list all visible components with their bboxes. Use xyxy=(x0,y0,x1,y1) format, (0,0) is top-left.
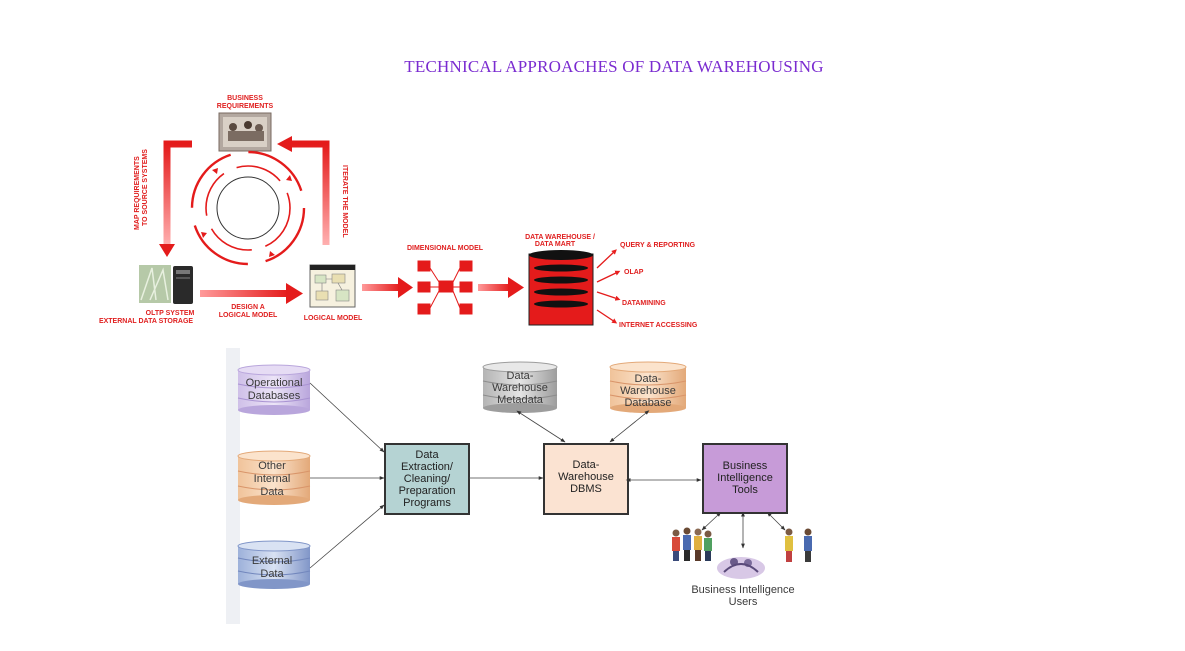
oltp-label-1: OLTP SYSTEM xyxy=(146,310,195,317)
warehouse-database-label-3: Database xyxy=(624,397,671,409)
logical-to-dimensional-arrowhead xyxy=(398,277,413,298)
top-diagram: BUSINESS REQUIREMENTS MAP REQUIREMENTS T… xyxy=(99,95,698,329)
bi-users-arrows xyxy=(701,511,786,549)
design-logical-label-2: LOGICAL MODEL xyxy=(219,312,278,319)
other-internal-data-label-2: Internal xyxy=(254,473,291,485)
design-logical-label-1: DESIGN A xyxy=(231,304,265,311)
design-logical-arrow xyxy=(200,290,288,297)
external-data-cylinder xyxy=(237,540,311,589)
data-warehouse-label-1: DATA WAREHOUSE / xyxy=(525,234,595,241)
iterate-model-label: ITERATE THE MODEL xyxy=(341,165,348,238)
output-query-reporting: QUERY & REPORTING xyxy=(620,242,696,249)
extraction-label-3: Cleaning/ xyxy=(404,473,451,485)
extraction-label-4: Preparation xyxy=(399,485,456,497)
users-group-right-icon xyxy=(785,528,812,562)
data-warehouse-cylinder-icon xyxy=(528,250,594,326)
business-photo-icon xyxy=(218,112,272,152)
other-internal-data-cylinder xyxy=(237,450,311,505)
operational-databases-cylinder xyxy=(237,364,311,415)
oltp-label-2: EXTERNAL DATA STORAGE xyxy=(99,318,193,325)
users-center-icon xyxy=(717,557,765,579)
warehouse-database-label-2: Warehouse xyxy=(620,385,676,397)
dbms-box xyxy=(543,443,629,515)
extraction-box xyxy=(384,443,470,515)
users-group-left-icon xyxy=(672,527,712,561)
source-arrows xyxy=(309,382,385,569)
operational-databases-label-2: Databases xyxy=(248,390,301,402)
map-requirements-arrow xyxy=(163,140,192,246)
logical-to-dimensional-arrow xyxy=(362,284,400,291)
output-olap: OLAP xyxy=(624,269,644,276)
dimensional-model-icon xyxy=(417,260,473,315)
logical-model-icon xyxy=(309,264,356,308)
business-requirements-label-1: BUSINESS xyxy=(227,95,263,102)
bi-users-label-2: Users xyxy=(729,596,758,608)
dbms-label-1: Data- xyxy=(573,459,600,471)
bottom-diagram: Operational Databases Other Internal Dat… xyxy=(226,348,812,624)
business-requirements-label-2: REQUIREMENTS xyxy=(217,103,274,110)
dimensional-to-warehouse-arrowhead xyxy=(508,277,524,298)
map-requirements-label-2: TO SOURCE SYSTEMS xyxy=(142,149,149,226)
extraction-label-1: Data xyxy=(415,449,439,461)
bi-tools-label-1: Business xyxy=(723,460,768,472)
external-data-label-1: External xyxy=(252,555,292,567)
dbms-label-3: DBMS xyxy=(570,483,602,495)
warehouse-metadata-label-3: Metadata xyxy=(497,394,544,406)
logical-model-label: LOGICAL MODEL xyxy=(304,315,363,322)
bi-tools-box xyxy=(702,443,788,514)
data-warehouse-label-2: DATA MART xyxy=(535,241,576,248)
oltp-system-icon xyxy=(139,265,193,304)
bi-tools-label-3: Tools xyxy=(732,484,758,496)
map-requirements-arrowhead xyxy=(159,244,175,257)
page-title: TECHNICAL APPROACHES OF DATA WAREHOUSING xyxy=(404,57,824,76)
extraction-label-5: Programs xyxy=(403,497,451,509)
warehouse-database-cylinder xyxy=(609,361,687,413)
other-internal-data-label-3: Data xyxy=(260,486,284,498)
dimensional-to-warehouse-arrow xyxy=(478,284,510,291)
design-logical-arrowhead xyxy=(286,283,303,304)
dbms-storage-arrows xyxy=(516,410,702,482)
bi-users-label-1: Business Intelligence xyxy=(691,584,794,596)
iterate-model-arrowhead xyxy=(277,136,292,152)
output-arrows xyxy=(596,249,621,324)
iterate-model-arrow xyxy=(290,140,330,245)
warehouse-metadata-label-1: Data- xyxy=(507,370,534,382)
bi-tools-label-2: Intelligence xyxy=(717,472,773,484)
warehouse-metadata-label-2: Warehouse xyxy=(492,382,548,394)
external-data-label-2: Data xyxy=(260,568,284,580)
extraction-label-2: Extraction/ xyxy=(401,461,454,473)
output-datamining: DATAMINING xyxy=(622,300,666,307)
iteration-cycle-icon xyxy=(190,150,306,266)
map-requirements-label-1: MAP REQUIREMENTS xyxy=(134,156,141,230)
dimensional-model-label: DIMENSIONAL MODEL xyxy=(407,245,484,252)
scan-edge xyxy=(226,348,240,624)
operational-databases-label-1: Operational xyxy=(246,377,303,389)
warehouse-metadata-cylinder xyxy=(482,361,558,413)
output-internet-accessing: INTERNET ACCESSING xyxy=(619,322,698,329)
warehouse-database-label-1: Data- xyxy=(635,373,662,385)
dbms-label-2: Warehouse xyxy=(558,471,614,483)
other-internal-data-label-1: Other xyxy=(258,460,286,472)
